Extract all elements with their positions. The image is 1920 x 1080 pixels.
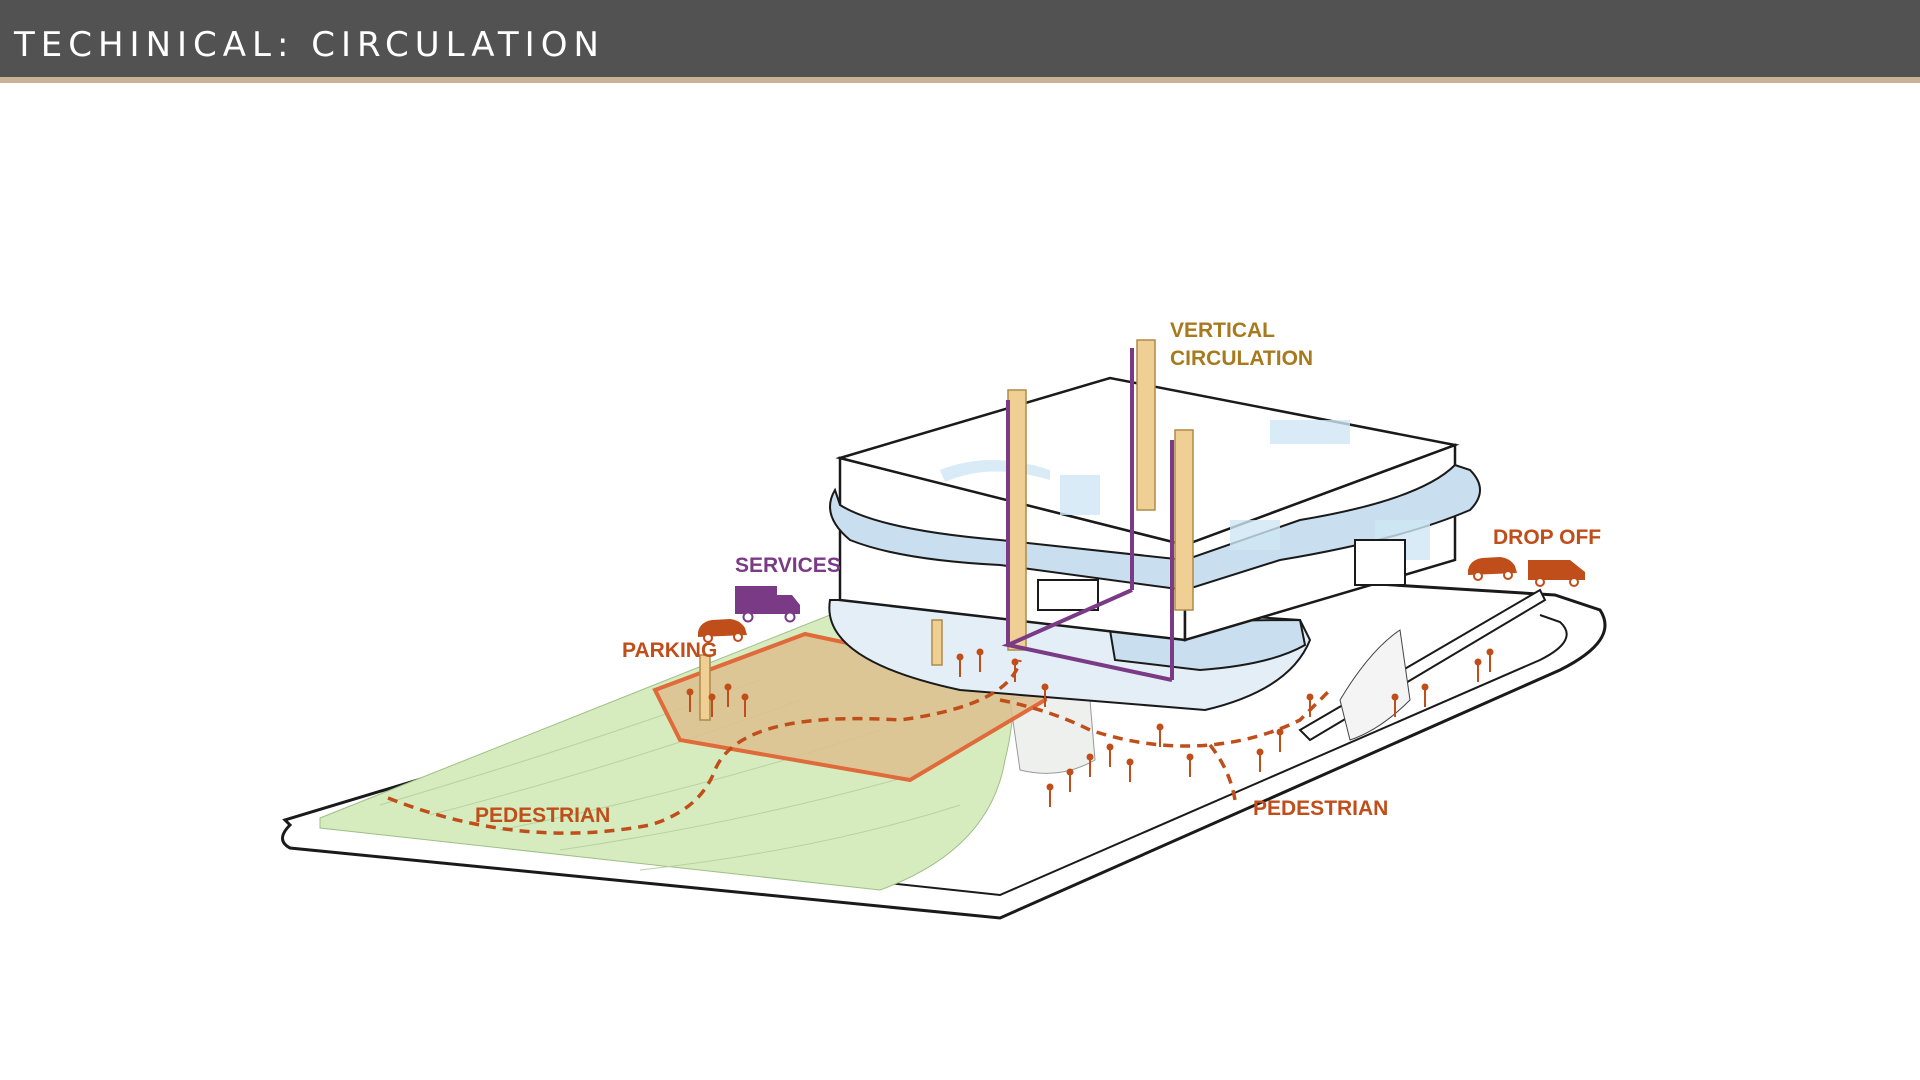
core-center bbox=[1136, 339, 1156, 511]
label-pedestrian-left: PEDESTRIAN bbox=[475, 804, 610, 827]
circulation-diagram: VERTICAL CIRCULATION SERVICES PARKING DR… bbox=[281, 319, 1607, 920]
core-left bbox=[1007, 389, 1027, 651]
header-bar bbox=[0, 0, 1920, 77]
label-vertical-circulation-line1: VERTICAL bbox=[1170, 319, 1275, 342]
label-parking: PARKING bbox=[622, 639, 717, 662]
label-services: SERVICES bbox=[735, 554, 841, 577]
site-inner-outline bbox=[319, 614, 1568, 897]
curved-stair bbox=[1339, 629, 1411, 741]
building-curved-band bbox=[829, 463, 1481, 592]
core-right bbox=[1174, 429, 1194, 611]
service-route bbox=[1001, 348, 1174, 682]
core-parking bbox=[699, 654, 711, 721]
header-rule bbox=[0, 77, 1920, 83]
vertical-circulation-cores bbox=[699, 339, 1194, 721]
car-icon-parking bbox=[698, 619, 747, 643]
page-title: TECHINICAL: CIRCULATION bbox=[14, 25, 605, 65]
opening-left bbox=[1037, 579, 1099, 611]
truck-icon-services bbox=[735, 586, 800, 623]
core-lawn bbox=[931, 619, 943, 666]
van-icon-drop-off bbox=[1528, 560, 1585, 587]
pedestrian-figures bbox=[686, 648, 1494, 807]
label-pedestrian-right: PEDESTRIAN bbox=[1253, 797, 1388, 820]
opening-right bbox=[1354, 539, 1406, 586]
car-icon-drop-off bbox=[1468, 557, 1517, 581]
pedestrian-routes bbox=[387, 659, 1332, 835]
label-drop-off: DROP OFF bbox=[1493, 526, 1601, 549]
label-vertical-circulation-line2: CIRCULATION bbox=[1170, 347, 1313, 370]
contour-lines bbox=[379, 679, 961, 871]
